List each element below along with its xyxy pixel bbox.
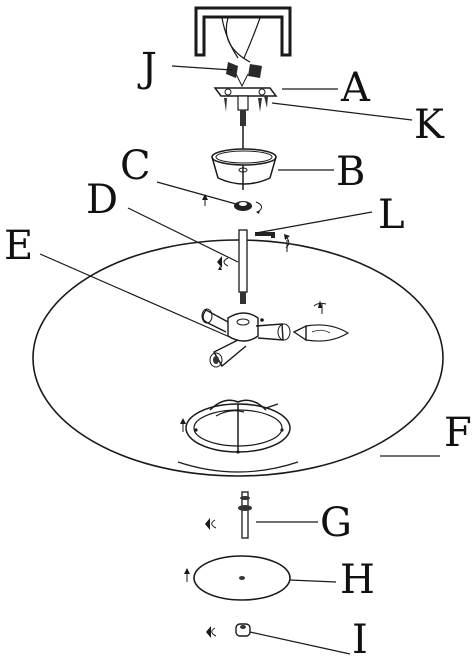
finial-i xyxy=(206,623,251,638)
label-k: K xyxy=(414,102,444,148)
leader-lines xyxy=(39,65,440,655)
screws-k xyxy=(224,96,268,112)
up-arrow-icon xyxy=(180,418,186,432)
hex-key-l xyxy=(255,232,290,252)
label-b: B xyxy=(336,149,366,195)
mounting-ring xyxy=(185,399,291,454)
candle-bulb xyxy=(292,300,350,342)
label-c: C xyxy=(120,143,151,189)
label-d: D xyxy=(86,177,119,223)
canopy-b xyxy=(211,148,277,185)
lock-nut-c xyxy=(202,194,262,214)
bottom-plate-h xyxy=(184,555,291,601)
label-l: L xyxy=(378,192,405,238)
label-j: J xyxy=(141,45,158,91)
three-arm-hub-e xyxy=(201,308,291,368)
threaded-rod-g xyxy=(205,491,252,539)
shade-f xyxy=(32,239,444,477)
ceiling-junction-box xyxy=(194,6,292,63)
label-a: A xyxy=(341,65,370,111)
label-h: H xyxy=(340,557,375,603)
label-g: G xyxy=(320,500,352,546)
wire-nuts-j xyxy=(226,62,262,88)
label-e: E xyxy=(4,223,34,269)
mounting-bracket xyxy=(213,87,278,126)
down-rod-d xyxy=(217,229,248,304)
label-f: F xyxy=(444,410,472,456)
label-i: I xyxy=(352,617,368,663)
